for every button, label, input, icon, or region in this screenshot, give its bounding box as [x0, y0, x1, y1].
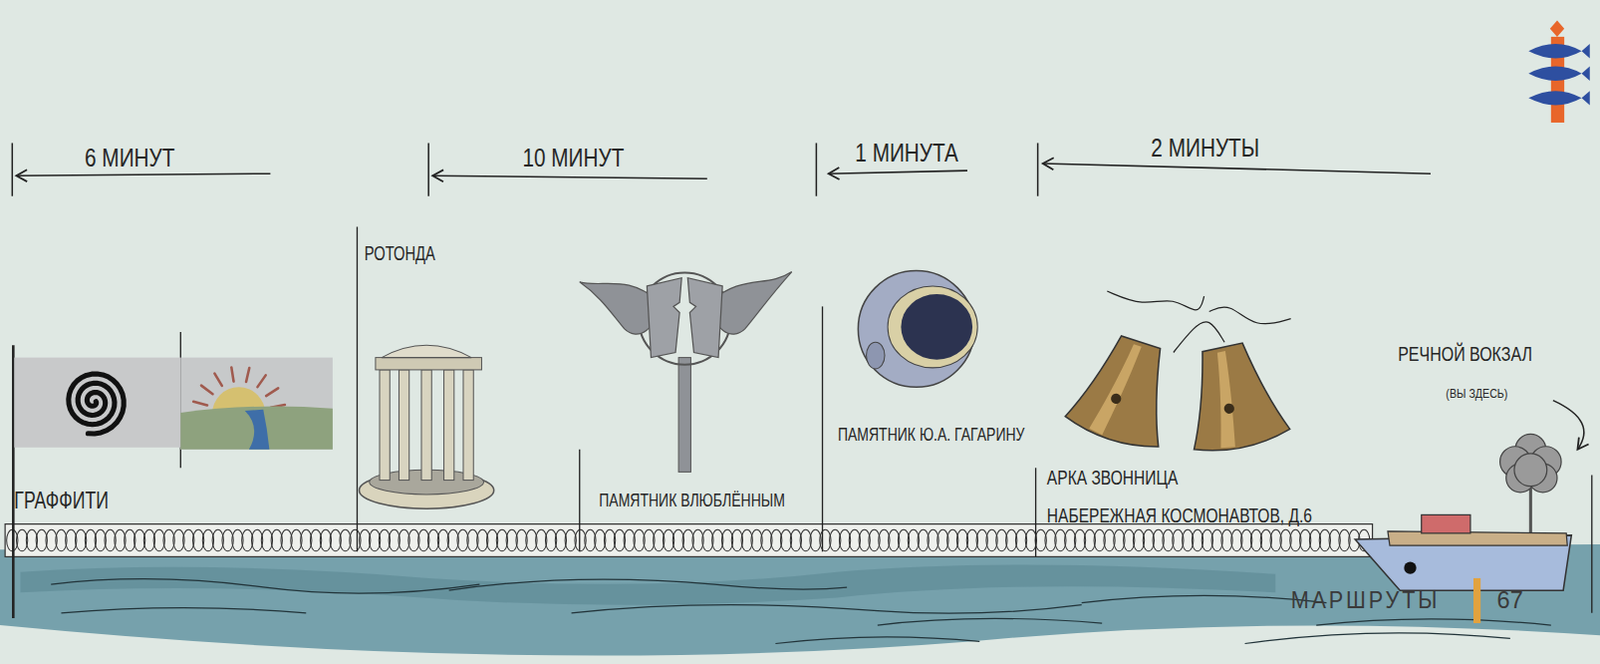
rotunda-dome — [381, 344, 472, 357]
time-tick — [427, 142, 430, 196]
graffiti-ray — [266, 387, 278, 396]
bell-highlight — [1201, 350, 1246, 450]
leader-line — [821, 305, 823, 551]
time-label: 2 МИНУТЫ — [1150, 133, 1260, 161]
wave-line — [50, 578, 480, 594]
place-name: РЕЧНОЙ ВОКЗАЛ — [1397, 342, 1533, 363]
leader-line — [578, 449, 580, 551]
time-arrow — [1043, 163, 1431, 174]
tree-crown — [1514, 453, 1548, 487]
graffiti-ray — [257, 374, 266, 387]
graffiti-river — [245, 409, 270, 450]
bell-clapper — [1109, 391, 1123, 405]
time-label: 1 МИНУТА — [854, 138, 959, 166]
wave-line — [60, 607, 306, 613]
time-arrow — [432, 175, 708, 179]
logo-fish — [1528, 66, 1590, 81]
bell-highlight — [1088, 338, 1142, 438]
graffiti-ray — [201, 385, 213, 395]
rotunda-column — [444, 369, 455, 481]
you-are-here-arrow — [1553, 400, 1585, 450]
leader-line — [1591, 474, 1593, 612]
note-label: (ВЫ ЗДЕСЬ) — [1445, 385, 1508, 399]
bell-rope — [1106, 290, 1204, 310]
leader-line — [356, 226, 358, 551]
graffiti-ray — [193, 401, 208, 406]
bell-body — [1174, 336, 1292, 458]
wave-line — [1081, 594, 1328, 602]
rotunda-entablature — [375, 357, 483, 370]
helmet-visor — [900, 293, 973, 360]
graffiti-panel — [13, 357, 181, 448]
railing-rings — [6, 529, 1370, 551]
wave-line — [449, 578, 847, 590]
logo-fish — [1528, 43, 1590, 58]
logo-diamond — [1550, 19, 1565, 36]
helmet-ear — [866, 341, 885, 369]
page-marker — [1473, 577, 1481, 623]
bell — [1063, 326, 1188, 455]
bell-rope — [1209, 306, 1292, 324]
monument-ring — [638, 272, 731, 365]
rotunda-column — [421, 369, 432, 481]
time-arrow — [15, 173, 270, 176]
wave-line — [1245, 632, 1511, 644]
monument-head — [646, 277, 682, 358]
graffiti-ray — [214, 373, 222, 386]
boat-porthole — [1403, 561, 1416, 574]
time-tick — [1037, 142, 1040, 196]
helmet-visor-rim — [887, 285, 978, 368]
river-shadow — [19, 564, 1276, 605]
graffiti-ray — [246, 367, 250, 382]
embankment-railing — [4, 524, 1372, 557]
bell-clapper — [1223, 402, 1236, 415]
monument-head — [687, 277, 723, 358]
wave-line — [775, 636, 980, 644]
place-name: ПАМЯТНИК Ю.А. ГАГАРИНУ — [837, 424, 1026, 443]
address-label: НАБЕРЕЖНАЯ КОСМОНАВТОВ, Д.6 — [1047, 504, 1313, 525]
rotunda-column — [398, 369, 409, 481]
place-name: ПАМЯТНИК ВЛЮБЛЁННЫМ — [598, 491, 786, 510]
boat-deck — [1387, 531, 1568, 545]
graffiti-field — [180, 406, 333, 450]
place-name: ГРАФФИТИ — [13, 488, 109, 514]
monument-wing — [579, 281, 659, 334]
section-label: МАРШРУТЫ — [1291, 587, 1441, 612]
boat-cabin — [1421, 514, 1471, 533]
monument-wing — [711, 271, 793, 335]
leader-line — [1035, 467, 1037, 556]
time-tick — [815, 142, 818, 196]
time-arrow — [828, 170, 968, 174]
time-label: 6 МИНУТ — [84, 143, 175, 171]
wave-line — [877, 617, 1102, 625]
wave-line — [571, 604, 1082, 614]
time-label: 10 МИНУТ — [522, 143, 624, 171]
monument-pole — [678, 357, 691, 473]
graffiti-ray — [231, 366, 234, 381]
graffiti-panel — [180, 357, 333, 450]
river-water — [0, 543, 1600, 655]
logo-fish — [1528, 90, 1590, 105]
bell — [1174, 336, 1292, 458]
page-number: 67 — [1497, 587, 1524, 612]
bell-body — [1063, 326, 1188, 455]
rotunda-column — [463, 369, 474, 481]
place-name: РОТОНДА — [364, 243, 436, 264]
leader-line — [11, 344, 15, 618]
rotunda-column — [379, 369, 390, 481]
place-name: АРКА ЗВОННИЦА — [1047, 466, 1179, 487]
wave-line — [1316, 618, 1552, 625]
time-tick — [11, 142, 14, 196]
graffiti-spiral — [68, 373, 124, 434]
